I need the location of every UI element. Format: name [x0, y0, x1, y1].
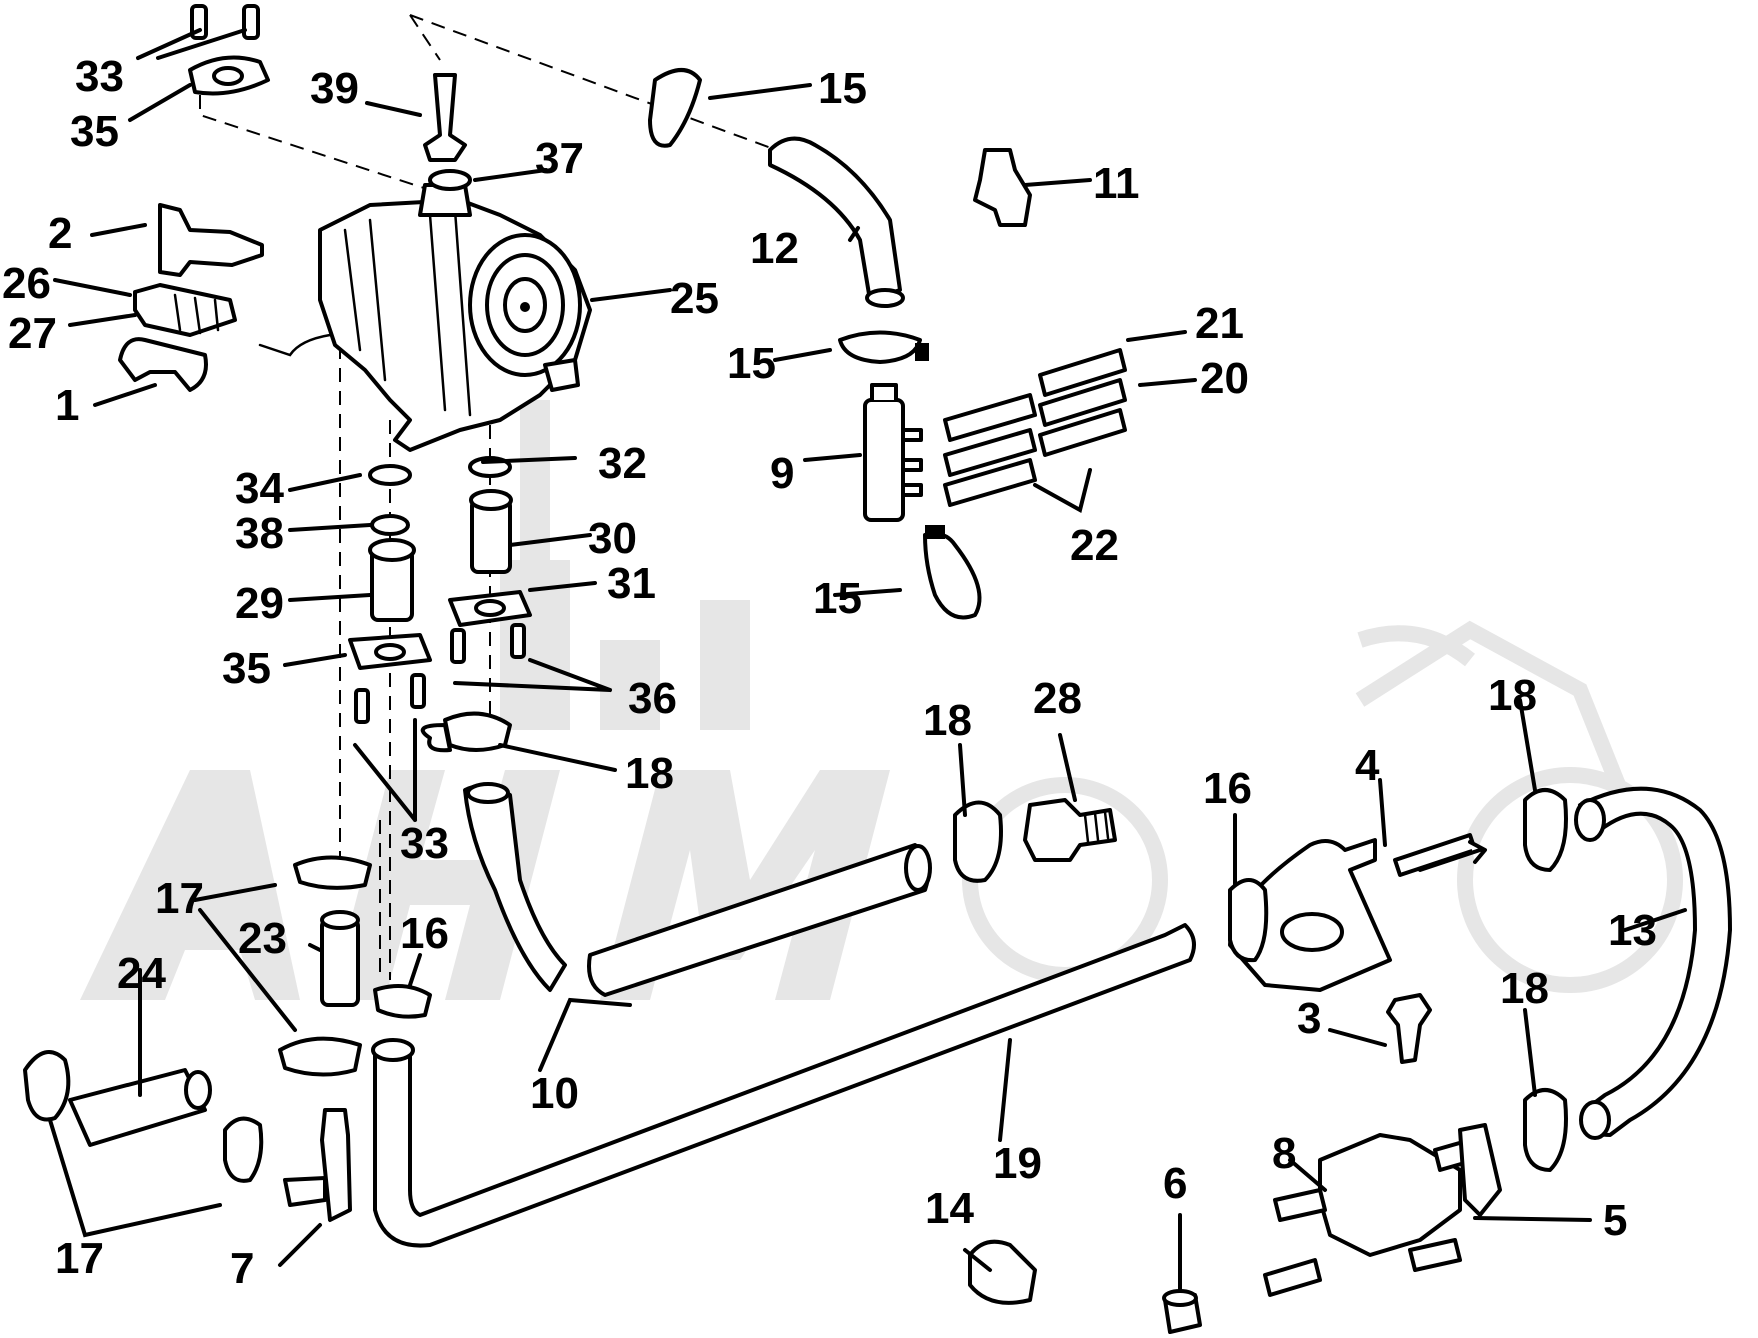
label-34: 34: [235, 464, 284, 513]
label-8: 8: [1272, 1129, 1296, 1178]
label-19: 19: [993, 1139, 1042, 1188]
label-39: 39: [310, 64, 359, 113]
hose-13-drawing: [1574, 786, 1732, 1140]
label-18-right-top: 18: [1488, 671, 1537, 720]
label-35-top: 35: [70, 107, 119, 156]
lower-right-parts-drawing: [968, 993, 1502, 1334]
label-31: 31: [607, 559, 656, 608]
label-35-mid: 35: [222, 644, 271, 693]
label-21: 21: [1195, 299, 1244, 348]
label-33-mid: 33: [400, 819, 449, 868]
fuel-filter-4-drawing: [1228, 833, 1487, 992]
label-7: 7: [230, 1244, 254, 1293]
label-6: 6: [1163, 1159, 1187, 1208]
label-38: 38: [235, 509, 284, 558]
hose-19-drawing: [371, 923, 1196, 1248]
label-1: 1: [55, 381, 79, 430]
label-20: 20: [1200, 354, 1249, 403]
leader-lines: [48, 28, 1687, 1292]
lower-left-parts-drawing: [23, 855, 432, 1222]
filter-stack-drawing: [348, 456, 532, 753]
label-17-bottom: 17: [55, 1234, 104, 1283]
label-5: 5: [1603, 1196, 1627, 1245]
label-22: 22: [1070, 521, 1119, 570]
label-11: 11: [1093, 159, 1140, 208]
fuel-pump-drawing: [258, 183, 592, 452]
label-3: 3: [1297, 994, 1321, 1043]
manifold-9-drawing: [863, 348, 1127, 522]
label-23: 23: [238, 914, 287, 963]
label-4: 4: [1355, 741, 1380, 790]
label-28: 28: [1033, 674, 1082, 723]
label-14: 14: [925, 1184, 974, 1233]
label-24: 24: [117, 949, 166, 998]
fitting-11-drawing: [973, 148, 1032, 227]
label-29: 29: [235, 579, 284, 628]
check-valve-28-drawing: [1023, 798, 1117, 862]
label-25: 25: [670, 274, 719, 323]
label-36: 36: [628, 674, 677, 723]
label-15-low: 15: [813, 574, 862, 623]
hose-12-drawing: [648, 68, 982, 620]
label-2: 2: [48, 209, 72, 258]
label-26: 26: [2, 259, 51, 308]
label-16-left: 16: [400, 909, 449, 958]
label-15-mid: 15: [727, 339, 776, 388]
label-15-top: 15: [818, 64, 867, 113]
label-13: 13: [1608, 906, 1657, 955]
part-labels: 33 35 39 37 15 2 12 11 25 26 27 21 15 20…: [2, 52, 1657, 1293]
clamps-right-drawing: [953, 788, 1568, 1172]
label-32: 32: [598, 439, 647, 488]
label-18-right-low: 18: [1500, 964, 1549, 1013]
label-18-mid: 18: [625, 749, 674, 798]
label-12: 12: [750, 224, 799, 273]
label-10: 10: [530, 1069, 579, 1118]
label-16-right: 16: [1203, 764, 1252, 813]
label-30: 30: [588, 514, 637, 563]
label-17-top: 17: [155, 874, 204, 923]
label-27: 27: [8, 309, 57, 358]
label-18-center: 18: [923, 696, 972, 745]
label-37: 37: [535, 134, 584, 183]
hose-10-drawing: [463, 782, 932, 997]
label-33-top: 33: [75, 52, 124, 101]
label-9: 9: [770, 449, 794, 498]
fittings-upper-left: [118, 4, 472, 392]
